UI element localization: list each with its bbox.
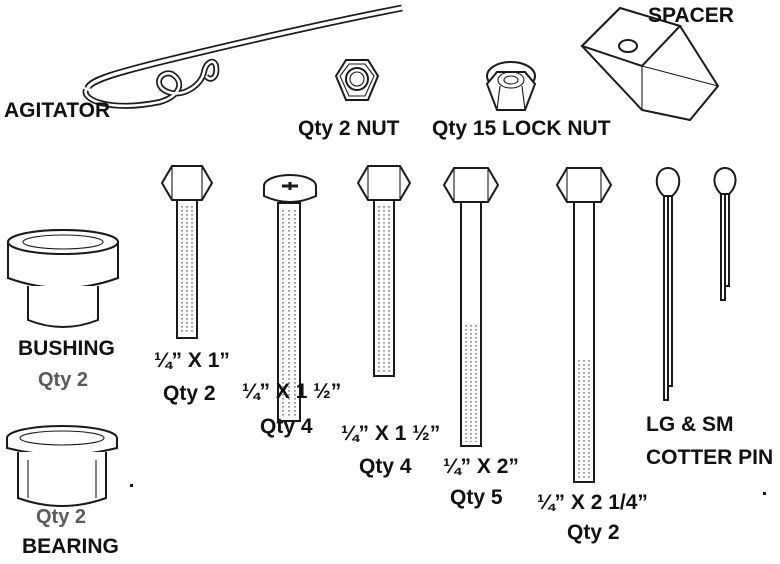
bushing-label: BUSHING: [18, 337, 115, 360]
bushing-qty-label: Qty 2: [38, 369, 89, 391]
dot-mark: [130, 484, 133, 487]
agitator-icon: [82, 4, 403, 109]
nut-label: Qty 2 NUT: [298, 117, 400, 140]
bolt-1-qty-label: Qty 2: [163, 382, 216, 405]
phillips-screw-icon: [263, 174, 317, 422]
spacer-label: SPACER: [648, 4, 734, 27]
hex-bolt-icon: [555, 167, 613, 483]
dot-mark: [763, 492, 766, 495]
bearing-label: BEARING: [22, 535, 119, 558]
cotter-pin-icon: [655, 166, 681, 401]
bearing-icon: [6, 425, 118, 507]
bolt-5-size-label: ¼” X 2 1/4”: [537, 491, 648, 514]
bearing-qty-label: Qty 2: [36, 506, 87, 528]
bolt-3-qty-label: Qty 4: [359, 455, 412, 478]
bolt-3-size-label: ¼” X 1 ½”: [341, 422, 441, 445]
bolt-1-size-label: ¼” X 1”: [154, 349, 230, 372]
bolt-5-qty-label: Qty 2: [567, 521, 620, 544]
agitator-label: AGITATOR: [4, 99, 111, 122]
spacer-icon: [580, 6, 720, 122]
cotter-pin-label-line2: COTTER PIN: [646, 446, 774, 469]
hex-bolt-icon: [442, 167, 500, 447]
lock-nut-icon: [485, 61, 537, 111]
hex-bolt-icon: [160, 165, 214, 339]
bolt-4-size-label: ¼” X 2”: [443, 455, 519, 478]
lock-nut-label: Qty 15 LOCK NUT: [432, 117, 611, 140]
bolt-2-qty-label: Qty 4: [260, 415, 313, 438]
bushing-icon: [7, 229, 119, 328]
cotter-pin-label-line1: LG & SM: [646, 413, 734, 436]
cotter-pin-icon: [713, 166, 737, 301]
hex-nut-icon: [334, 59, 380, 101]
bolt-4-qty-label: Qty 5: [450, 486, 503, 509]
hex-bolt-icon: [356, 165, 412, 377]
bolt-2-size-label: ¼” X 1 ½”: [242, 380, 342, 403]
